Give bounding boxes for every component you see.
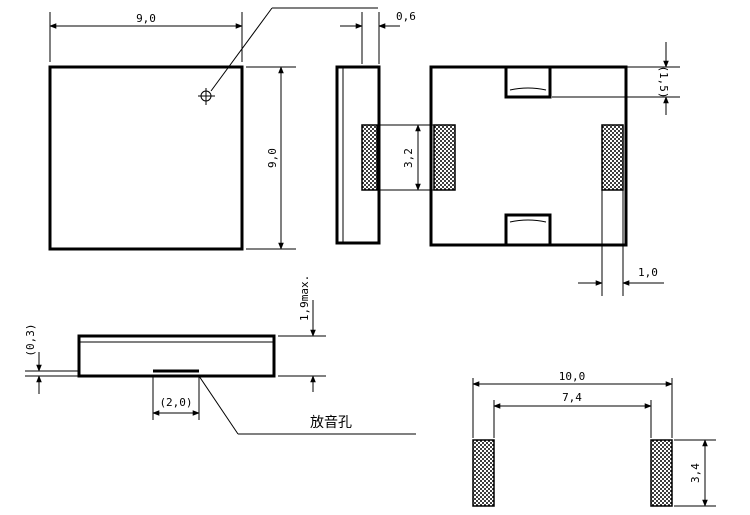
top-view-body: [48, 65, 244, 251]
bottom-slot-top: [504, 65, 552, 99]
land-pad-left: [472, 439, 495, 507]
max-height-label: 1,9max.: [298, 275, 311, 321]
sound-hole-label: 放音孔: [310, 414, 352, 431]
bottom-pad-left: [433, 124, 456, 191]
land-pattern-view: 10,0 7,4 3,4: [472, 370, 716, 507]
bottom-view: (1,5) 1,0: [429, 42, 680, 296]
top-width-label: 9,0: [136, 12, 156, 25]
side-view-body: [335, 65, 381, 245]
bottom-view-body: [429, 65, 628, 247]
overall-width-label: 10,0: [559, 370, 586, 383]
side-view: 0,6: [335, 10, 416, 245]
inner-span-label: 7,4: [562, 391, 582, 404]
thickness-top-label: 0,6: [396, 10, 416, 23]
hole-width-label: (2,0): [159, 396, 192, 409]
sound-hole-leader: [198, 375, 239, 435]
pad-length-label: 3,4: [689, 463, 702, 483]
land-pad-right: [650, 439, 673, 507]
layer-label: (0,3): [24, 323, 37, 356]
pad-width-label: 1,0: [638, 266, 658, 279]
top-view: 9,0 9,0: [48, 7, 378, 251]
front-view: 1,9max. (0,3) (2,0) 放音孔: [24, 275, 416, 435]
bottom-slot-bottom: [504, 213, 552, 247]
right-height-label: 9,0: [266, 148, 279, 168]
front-view-body: [77, 334, 276, 378]
side-pad: [361, 124, 378, 191]
pad-height-dim: 3,2: [377, 124, 436, 191]
pad-height-label: 3,2: [402, 148, 415, 168]
bottom-pad-right: [601, 124, 624, 191]
slot-depth-label: (1,5): [657, 65, 670, 98]
hole-leader-line: [210, 7, 273, 92]
